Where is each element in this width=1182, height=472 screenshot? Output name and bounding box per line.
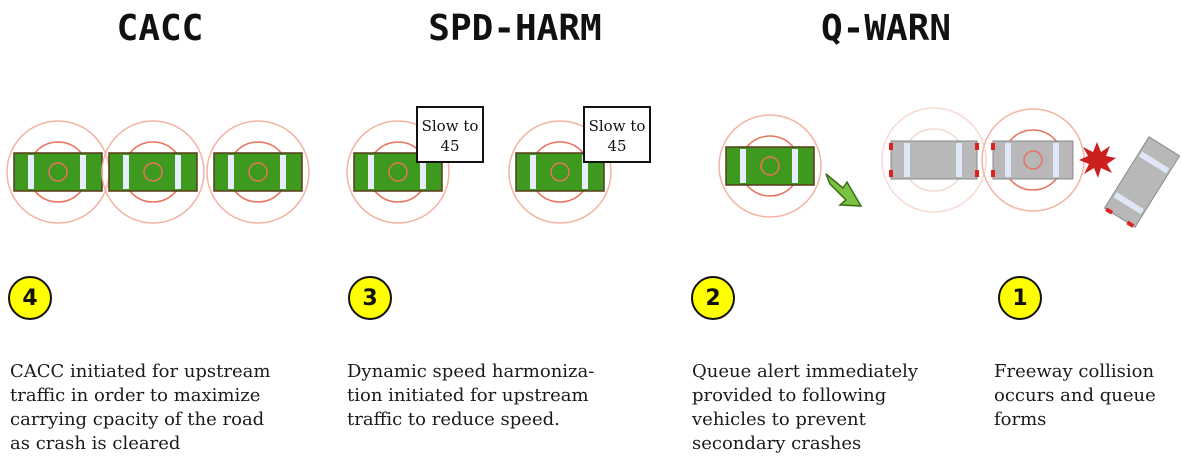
step-badge-4: 4 [8, 276, 52, 320]
step-description-3: Dynamic speed harmoniza- tion initiated … [347, 360, 667, 432]
desc-line: forms [994, 409, 1047, 430]
warning-arrow-icon [825, 173, 863, 207]
step-description-2: Queue alert immediately provided to foll… [692, 360, 972, 456]
speed-sign-line1: Slow to [589, 117, 646, 135]
crash-burst-icon [1079, 142, 1116, 178]
speed-sign: Slow to 45 [416, 106, 484, 163]
step-badge-3: 3 [348, 276, 392, 320]
crashed-car-icon [1103, 136, 1181, 228]
step-badge-2: 2 [691, 276, 735, 320]
desc-line: vehicles to prevent [692, 409, 866, 430]
heading-cacc: CACC [116, 8, 204, 49]
connected-car-icon [206, 120, 310, 224]
heading-spd-harm: SPD-HARM [428, 8, 602, 49]
desc-line: provided to following [692, 385, 887, 406]
desc-line: tion initiated for upstream [347, 385, 589, 406]
desc-line: secondary crashes [692, 433, 862, 454]
step-description-1: Freeway collision occurs and queue forms [994, 360, 1182, 432]
connected-car-icon [718, 114, 822, 218]
step-description-4: CACC initiated for upstream traffic in o… [10, 360, 330, 456]
connected-car-icon [346, 120, 450, 224]
desc-line: carrying cpacity of the road [10, 409, 265, 430]
desc-line: Queue alert immediately [692, 361, 919, 382]
speed-sign-line2: 45 [440, 137, 459, 155]
desc-line: as crash is cleared [10, 433, 181, 454]
desc-line: CACC initiated for upstream [10, 361, 271, 382]
stopped-car-icon [881, 107, 987, 213]
desc-line: traffic to reduce speed. [347, 409, 560, 430]
speed-sign-line2: 45 [607, 137, 626, 155]
speed-sign: Slow to 45 [583, 106, 651, 163]
step-badge-1: 1 [998, 276, 1042, 320]
traffic-scene: Slow to 45 Slow to 45 [6, 106, 1181, 228]
speed-sign-line1: Slow to [422, 117, 479, 135]
desc-line: Freeway collision [994, 361, 1155, 382]
desc-line: occurs and queue [994, 385, 1156, 406]
stopped-car-icon [981, 108, 1085, 212]
connected-car-icon [101, 120, 205, 224]
heading-q-warn: Q-WARN [820, 8, 952, 49]
desc-line: traffic in order to maximize [10, 385, 261, 406]
connected-car-icon [6, 120, 110, 224]
desc-line: Dynamic speed harmoniza- [347, 361, 595, 382]
